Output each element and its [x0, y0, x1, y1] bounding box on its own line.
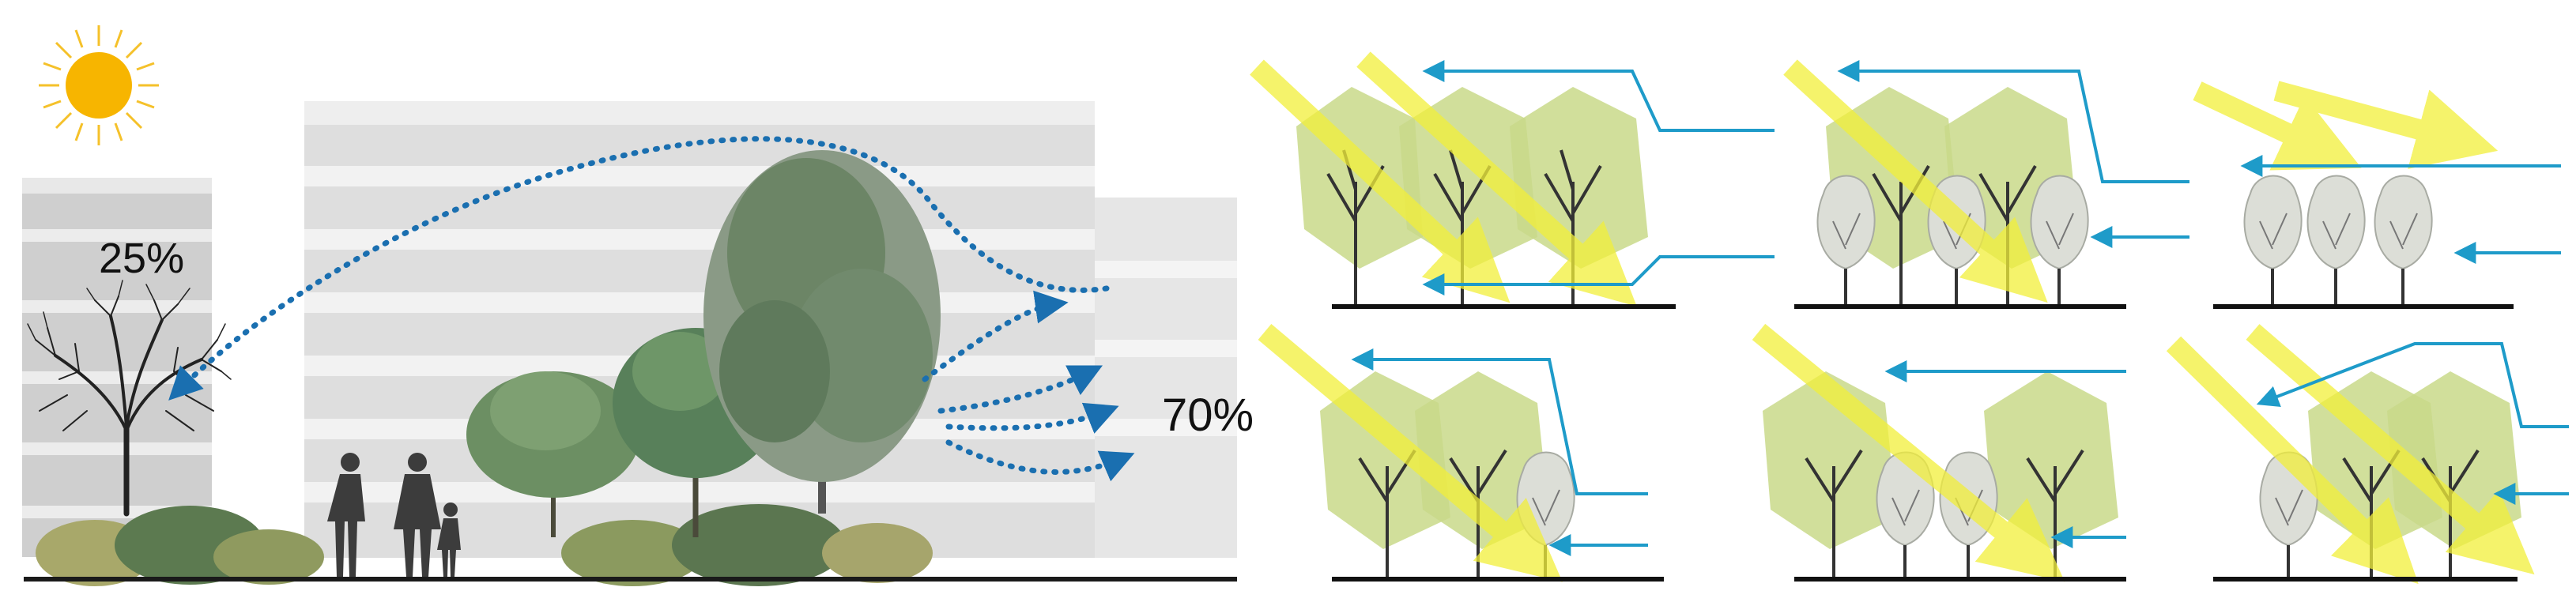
- wind-flow-arrows: [168, 136, 1135, 482]
- right-tree-layout-comparison: [1250, 51, 2569, 585]
- label-70-percent: 70%: [1162, 390, 1254, 441]
- shrub-row-right: [561, 504, 933, 586]
- bare-deciduous-tree: [27, 280, 232, 517]
- panel-dense-large-trees: [1250, 51, 1775, 309]
- large-shade-tree: [703, 150, 941, 514]
- panel-young-trees-only: [2193, 81, 2561, 309]
- wind-arrow-to-bare-tree: [168, 136, 1110, 401]
- wind-arrow-mid-1: [937, 365, 1103, 414]
- wind-arrow-low: [945, 439, 1135, 482]
- label-25-percent: 25%: [99, 235, 184, 282]
- panel-alternating-trees: [1752, 323, 2126, 582]
- small-street-trees: [466, 328, 779, 537]
- left-section-diagram: 25% 70%: [22, 25, 1254, 586]
- shrub-row-left: [36, 506, 324, 586]
- panel-large-trees-deflect: [1258, 324, 1664, 582]
- panel-mixed-large-young: [1783, 59, 2189, 309]
- panel-mixed-canopy-shade: [2166, 324, 2569, 585]
- wind-arrow-mid-2: [945, 402, 1119, 434]
- sun-icon: [39, 25, 159, 145]
- pedestrian-silhouettes: [327, 453, 461, 577]
- background-buildings: [22, 101, 1237, 558]
